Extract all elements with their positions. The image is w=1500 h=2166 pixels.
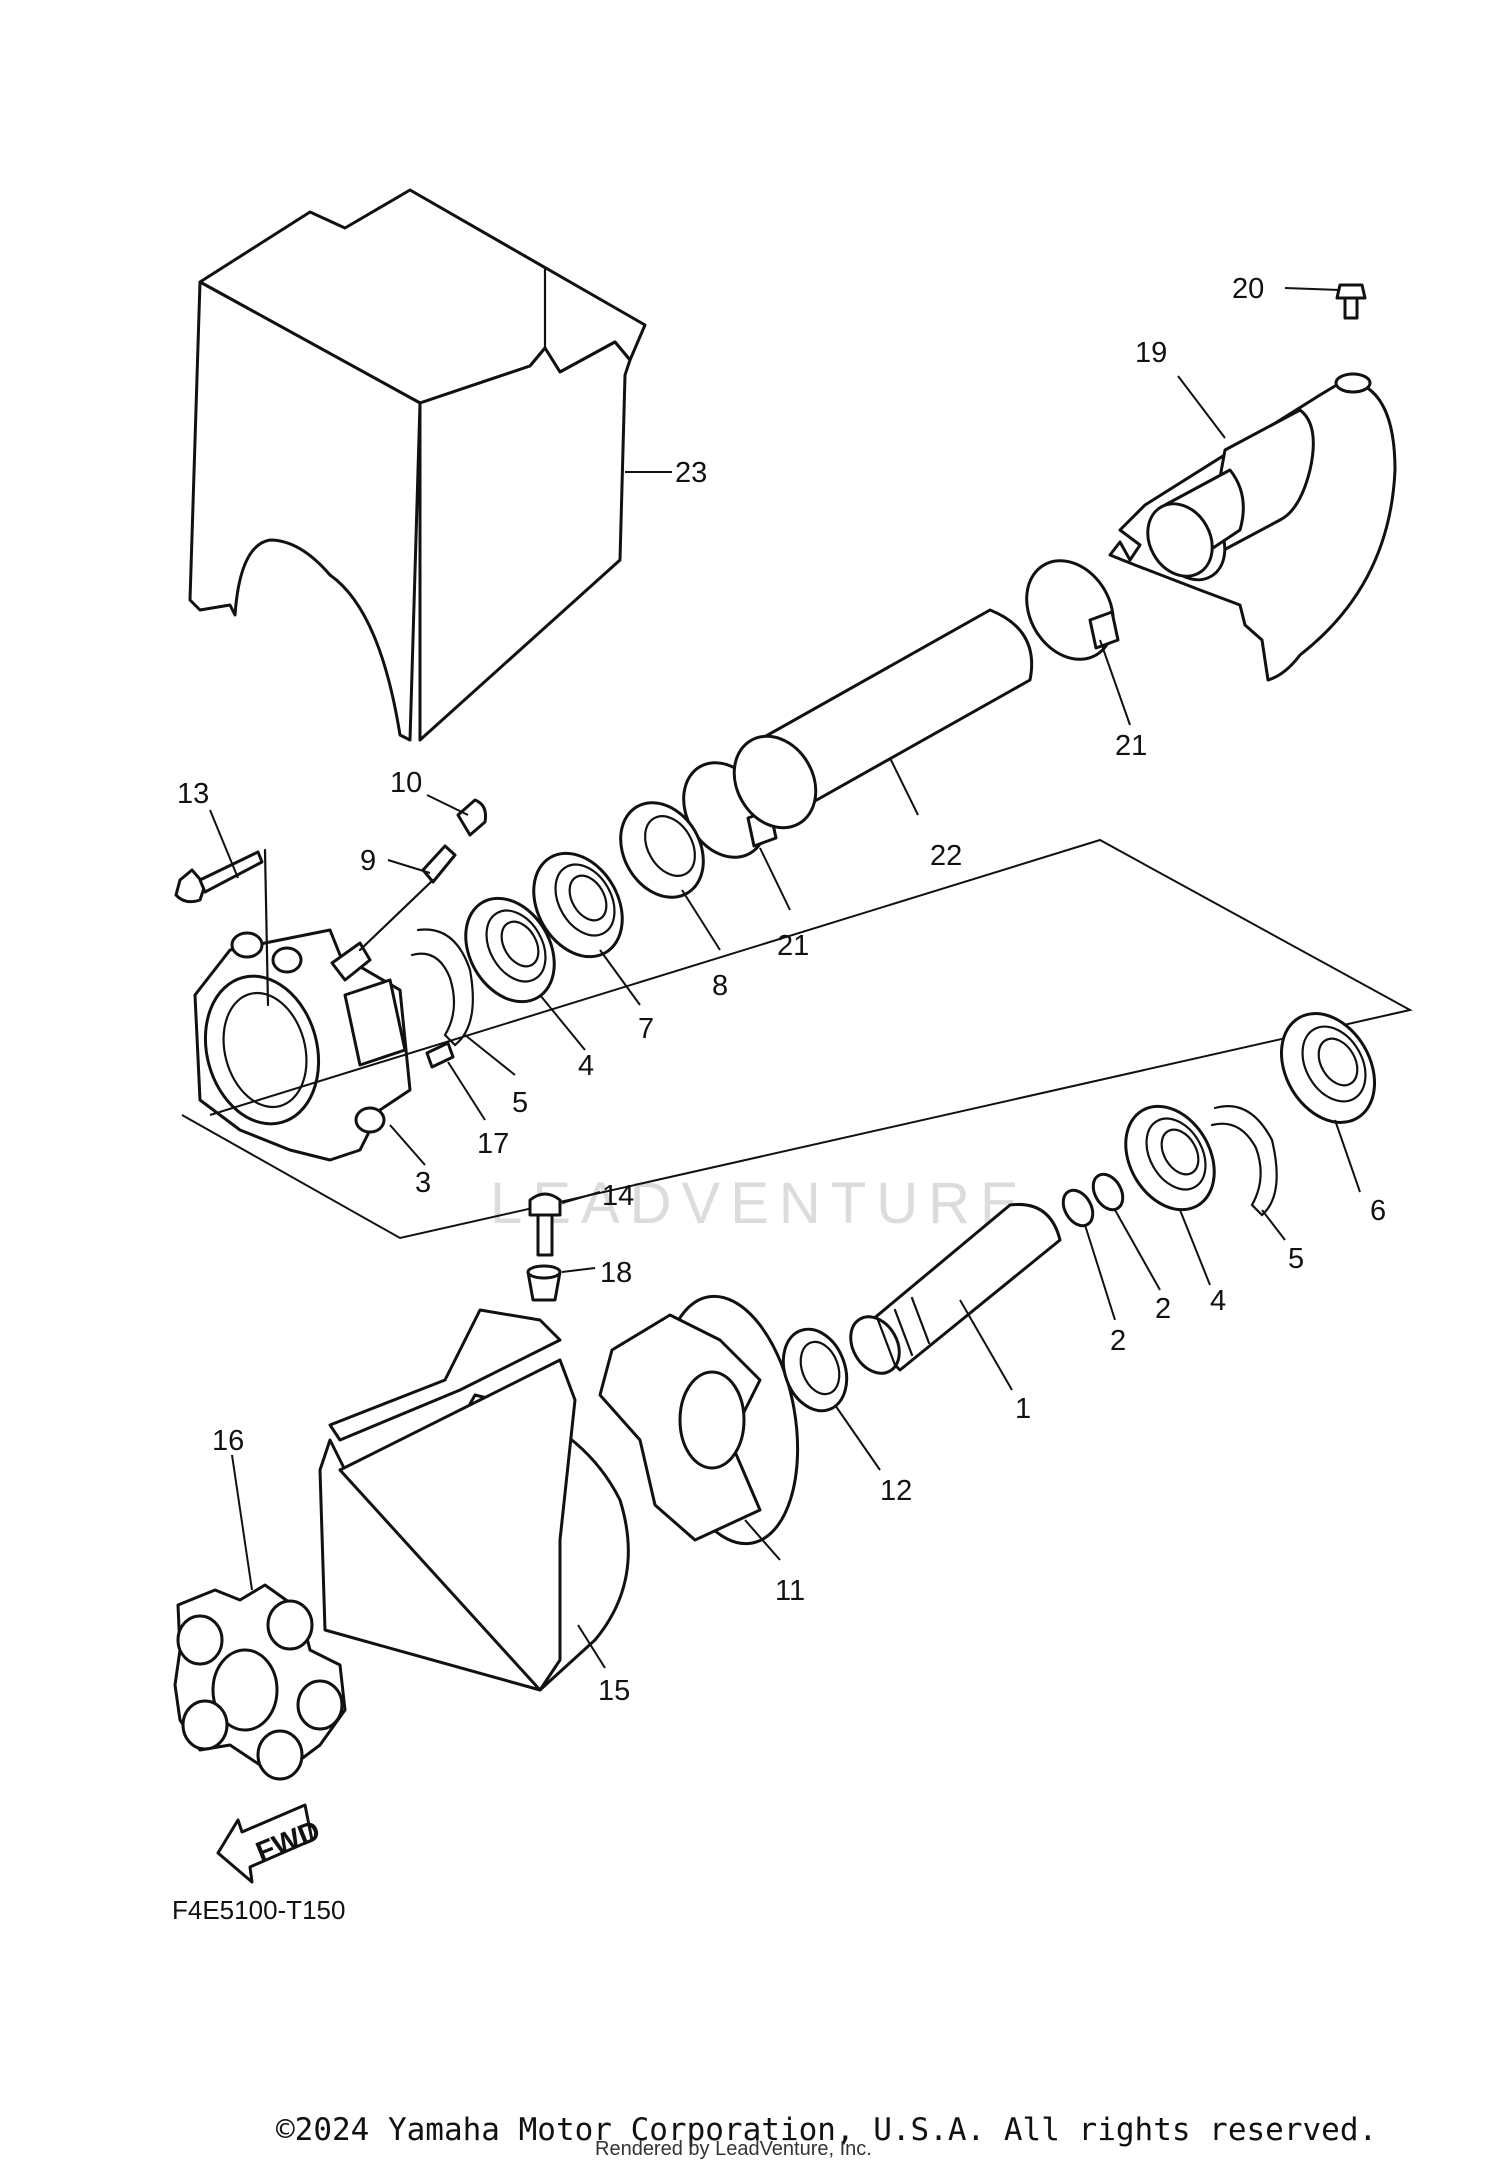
part-23-cover (188, 188, 647, 742)
callout-5-upper: 5 (512, 1087, 528, 1119)
callout-1: 1 (1015, 1393, 1031, 1425)
part-3-housing (193, 928, 412, 1162)
part-20-bolt (1335, 283, 1367, 320)
part-8-seal (619, 801, 705, 899)
callout-3: 3 (415, 1167, 431, 1199)
part-6-bearing (1279, 1012, 1377, 1124)
part-10-cap (456, 798, 487, 837)
callout-labels: 23 20 19 21 22 21 13 10 9 8 7 4 5 17 3 1… (177, 273, 1386, 1707)
callout-19: 19 (1135, 337, 1167, 369)
diagram-code: F4E5100-T150 (172, 1895, 346, 1925)
callout-2-b: 2 (1155, 1293, 1171, 1325)
leader-lines (209, 287, 1361, 1669)
callout-13: 13 (177, 778, 209, 810)
part-5-circlip-lower (1210, 1105, 1278, 1217)
callout-6: 6 (1370, 1195, 1386, 1227)
part-11-impeller (598, 1294, 800, 1546)
part-2-o-ring-b (1091, 1172, 1125, 1212)
part-9-fitting (358, 844, 457, 952)
callout-20: 20 (1232, 273, 1264, 305)
callout-4-lower: 4 (1210, 1285, 1226, 1317)
part-5-circlip-upper (410, 928, 474, 1047)
callout-8: 8 (712, 970, 728, 1002)
assembly-frame (181, 838, 1413, 1240)
callout-14: 14 (602, 1180, 634, 1212)
part-22-hose (732, 608, 1034, 830)
part-15-housing-lower (318, 1308, 630, 1692)
part-14-bolt (528, 1192, 562, 1257)
fwd-arrow-icon: FWD (216, 1803, 325, 1884)
callout-17: 17 (477, 1128, 509, 1160)
callout-4-upper: 4 (578, 1050, 594, 1082)
part-7-bearing (532, 851, 624, 959)
copyright-notice: ©2024 Yamaha Motor Corporation, U.S.A. A… (276, 2112, 1378, 2148)
callout-10: 10 (390, 767, 422, 799)
callout-21-upper: 21 (1115, 730, 1147, 762)
part-1-shaft (849, 1202, 1062, 1375)
part-2-o-ring-a (1061, 1188, 1095, 1228)
part-4-bearing-upper (464, 896, 556, 1004)
part-17-pin (425, 1041, 455, 1069)
callout-7: 7 (638, 1013, 654, 1045)
callout-2-a: 2 (1110, 1325, 1126, 1357)
part-4-bearing-lower (1124, 1104, 1216, 1212)
callout-11: 11 (775, 1575, 805, 1607)
callout-23: 23 (675, 457, 707, 489)
callout-9: 9 (360, 845, 376, 877)
callout-5-lower: 5 (1288, 1243, 1304, 1275)
callout-21-lower: 21 (777, 930, 809, 962)
part-19-nozzle (1108, 372, 1397, 682)
part-13-bolt (174, 848, 270, 1007)
part-12-ring (781, 1327, 849, 1413)
callout-15: 15 (598, 1675, 630, 1707)
callout-22: 22 (930, 840, 962, 872)
part-18-collar (526, 1264, 562, 1302)
part-21-clamp-upper (1025, 559, 1120, 661)
part-16-damper (173, 1583, 347, 1781)
callout-16: 16 (212, 1425, 244, 1457)
watermark: LEADVENTURE (490, 1171, 1029, 1236)
rendered-by: Rendered by LeadVenture, Inc. (595, 2138, 872, 2160)
callout-12: 12 (880, 1475, 912, 1507)
callout-18: 18 (600, 1257, 632, 1289)
